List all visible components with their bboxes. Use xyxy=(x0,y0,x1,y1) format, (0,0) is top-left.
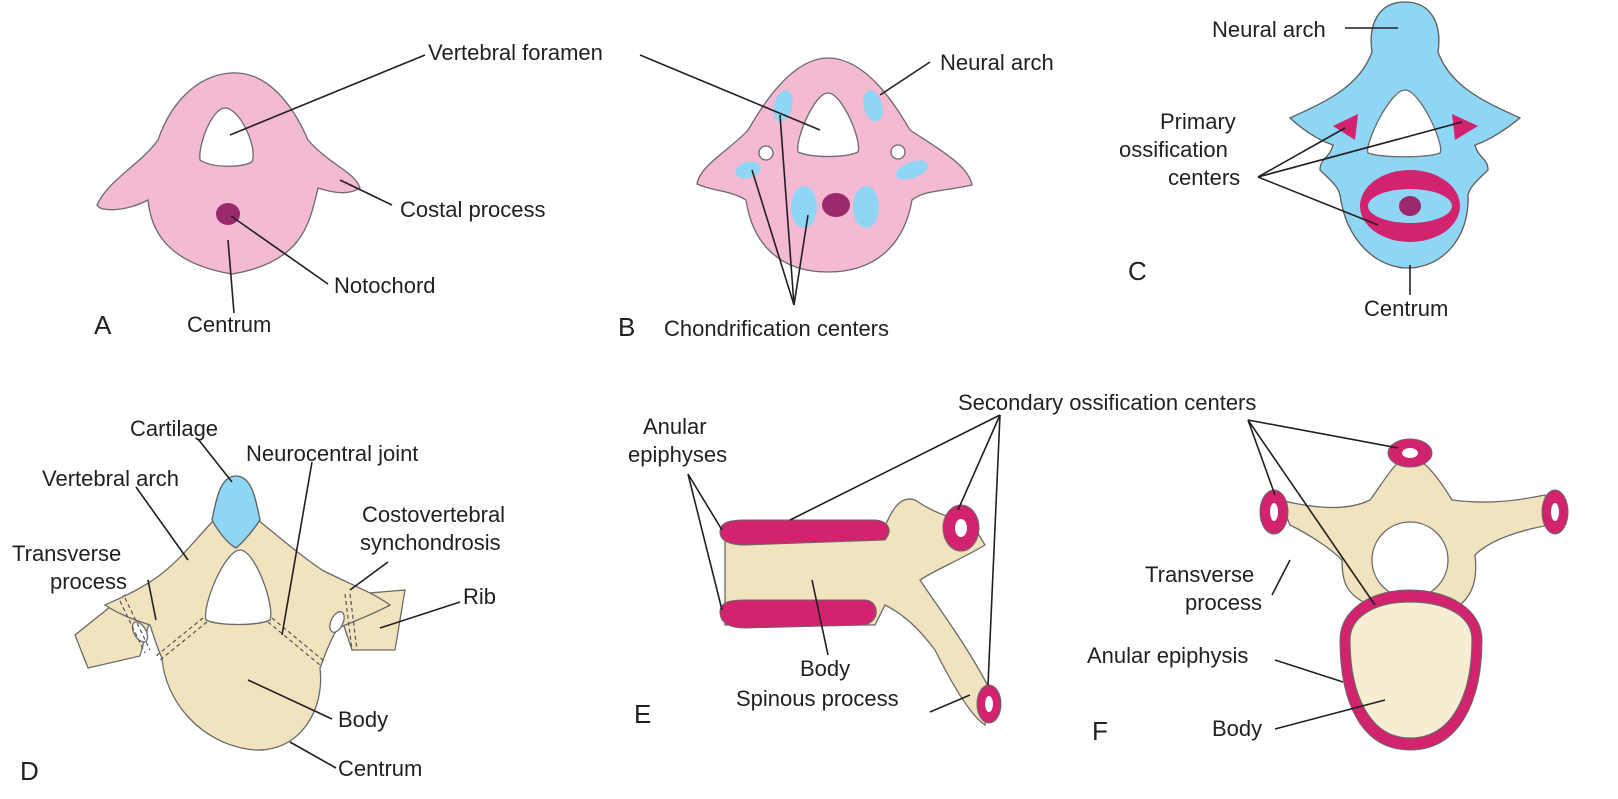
panel-d-cartilage-label: Cartilage xyxy=(130,416,218,441)
panel-a-letter: A xyxy=(94,310,112,340)
panel-f-secondary-center-spinous-hole xyxy=(1402,448,1418,458)
panel-f: Transverse process Anular epiphysis Body… xyxy=(1087,420,1568,750)
panel-f-anular-epiphysis-label: Anular epiphysis xyxy=(1087,643,1248,668)
panel-b-neural-arch-label: Neural arch xyxy=(940,50,1054,75)
panel-d-rib-label: Rib xyxy=(463,584,496,609)
panel-f-transverse-label-line2: process xyxy=(1185,590,1262,615)
panel-d-neurocentral-joint-label: Neurocentral joint xyxy=(246,441,418,466)
panel-e-body-label: Body xyxy=(800,656,850,681)
panel-f-secondary-center-right-hole xyxy=(1551,503,1559,521)
panel-f-body-label: Body xyxy=(1212,716,1262,741)
panel-e-anular-epiphysis-lower xyxy=(720,600,876,628)
panel-c-primary-label-line2: ossification xyxy=(1119,137,1228,162)
panel-d-centrum-label: Centrum xyxy=(338,756,422,781)
panel-f-vertebral-foramen xyxy=(1372,522,1448,598)
panel-a-notochord xyxy=(216,203,240,225)
panel-a-vertebral-foramen-label: Vertebral foramen xyxy=(428,40,603,65)
panel-d-costovertebral-label-line2: synchondrosis xyxy=(360,530,501,555)
panel-b: Neural arch Chondrification centers B xyxy=(618,50,1054,342)
panel-b-notochord xyxy=(822,193,850,217)
panel-f-secondary-center-left-hole xyxy=(1270,503,1278,521)
panel-c-notochord xyxy=(1399,196,1421,216)
panel-e-secondary-label: Secondary ossification centers xyxy=(958,390,1256,415)
panel-d-vertebral-arch-label: Vertebral arch xyxy=(42,466,179,491)
panel-d-transverse-label-line1: Transverse xyxy=(12,541,121,566)
panel-b-costal-foramen-right xyxy=(891,145,905,159)
panel-b-chondrification-center xyxy=(853,186,879,228)
panel-e-anular-label-line1: Anular xyxy=(643,414,707,439)
panel-d: Cartilage Neurocentral joint Vertebral a… xyxy=(12,416,505,786)
panel-b-letter: B xyxy=(618,312,635,342)
panel-b-chondrification-centers-label: Chondrification centers xyxy=(664,316,889,341)
panel-c-centrum-label: Centrum xyxy=(1364,296,1448,321)
panel-a: Vertebral foramen Costal process Notocho… xyxy=(94,40,603,340)
panel-e: Anular epiphyses Secondary ossification … xyxy=(628,390,1256,729)
panel-a-notochord-label: Notochord xyxy=(334,273,436,298)
panel-a-centrum-label: Centrum xyxy=(187,312,271,337)
panel-e-letter: E xyxy=(634,699,651,729)
panel-b-costal-foramen-left xyxy=(759,146,773,160)
panel-f-letter: F xyxy=(1092,716,1108,746)
panel-d-body-label: Body xyxy=(338,707,388,732)
panel-d-transverse-label-line2: process xyxy=(50,569,127,594)
panel-e-anular-epiphysis-upper xyxy=(720,520,889,545)
panel-b-chondrification-center xyxy=(791,186,817,228)
panel-e-secondary-center-transverse-hole xyxy=(955,519,967,537)
panel-c-primary-label-line3: centers xyxy=(1168,165,1240,190)
panel-e-spinous-label: Spinous process xyxy=(736,686,899,711)
panel-c-letter: C xyxy=(1128,256,1147,286)
panel-b-vertebra xyxy=(697,58,972,272)
panel-f-transverse-label-line1: Transverse xyxy=(1145,562,1254,587)
panel-d-letter: D xyxy=(20,756,39,786)
panel-e-secondary-center-spinous-hole xyxy=(985,696,993,712)
panel-a-costal-process-label: Costal process xyxy=(400,197,546,222)
panel-c-neural-arch-label: Neural arch xyxy=(1212,17,1326,42)
panel-e-anular-label-line2: epiphyses xyxy=(628,442,727,467)
panel-c-primary-label-line1: Primary xyxy=(1160,109,1236,134)
panel-d-costovertebral-label-line1: Costovertebral xyxy=(362,502,505,527)
panel-c: Neural arch Primary ossification centers… xyxy=(1119,2,1520,321)
